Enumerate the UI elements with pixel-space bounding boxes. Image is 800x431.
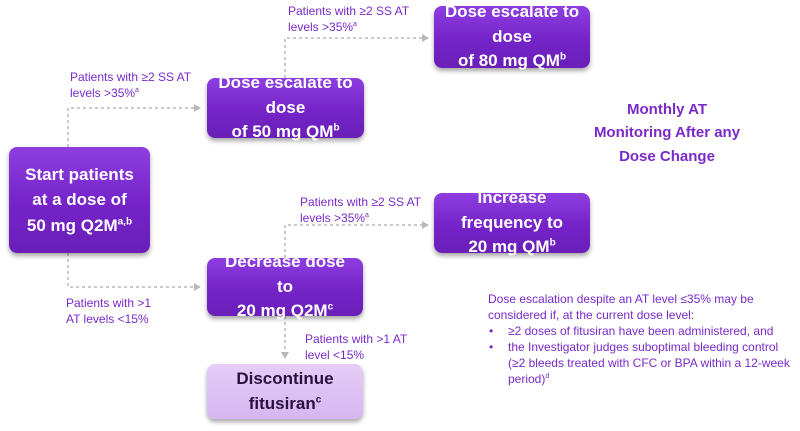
connector-decrease-to-increase — [284, 221, 429, 258]
start-box: Start patients at a dose of 50 mg Q2Ma,b — [9, 147, 150, 253]
increase-sup: b — [549, 237, 556, 249]
escalation-note-item-text: ≥2 doses of fitusiran have been administ… — [508, 323, 774, 338]
label-to-increase-line2: levels >35% — [300, 210, 366, 225]
label-to-decrease: Patients with >1 AT levels <15% — [66, 296, 151, 327]
label-to-escalate80-line1: Patients with ≥2 SS AT — [288, 4, 410, 18]
discontinue-sup: c — [315, 393, 322, 405]
escalate-80-line2: of 80 mg QM — [457, 51, 560, 71]
connector-start-to-decrease — [67, 253, 201, 291]
decrease-sup: c — [327, 301, 334, 313]
start-box-line2: at a dose of — [32, 190, 127, 210]
label-to-increase-sup: a — [365, 211, 369, 219]
connector-start-to-escalate50 — [67, 104, 201, 147]
label-to-escalate80-sup: a — [353, 20, 357, 28]
escalation-note-intro: Dose escalation despite an AT level ≤35%… — [488, 292, 754, 322]
label-to-discontinue-line2: level <15% — [305, 347, 365, 362]
start-box-line3: 50 mg Q2M — [26, 215, 118, 235]
escalate-80-sup: b — [559, 51, 567, 63]
label-to-discontinue: Patients with >1 AT level <15% — [305, 332, 407, 363]
escalation-note-item-sup: d — [545, 372, 550, 380]
label-to-increase-line1: Patients with ≥2 SS AT — [300, 195, 422, 209]
escalate-50-box: Dose escalate to dose of 50 mg QMb — [207, 73, 364, 142]
increase-box: Increase frequency to 20 mg QMb — [434, 188, 590, 257]
label-to-escalate80: Patients with ≥2 SS AT levels >35%a — [288, 4, 409, 35]
escalation-note-item: • ≥2 doses of fitusiran have been admini… — [488, 324, 793, 340]
decrease-box: Decrease dose to 20 mg Q2Mc — [207, 252, 363, 320]
label-to-escalate50-line1: Patients with ≥2 SS AT — [70, 70, 192, 84]
escalation-note-item: • the Investigator judges suboptimal ble… — [488, 340, 793, 388]
label-to-discontinue-line1: Patients with >1 AT — [305, 332, 408, 346]
start-box-line1: Start patients — [25, 164, 134, 184]
escalation-note: Dose escalation despite an AT level ≤35%… — [488, 292, 793, 388]
escalation-note-list: • ≥2 doses of fitusiran have been admini… — [488, 324, 793, 388]
increase-line1: Increase frequency to — [460, 188, 564, 232]
label-to-escalate50-sup: a — [135, 86, 139, 94]
label-to-escalate50: Patients with ≥2 SS AT levels >35%a — [70, 70, 191, 101]
discontinue-line1: Discontinue fitusiran — [236, 368, 334, 413]
increase-line2: 20 mg QM — [468, 237, 550, 257]
label-to-escalate50-line2: levels >35% — [70, 85, 136, 100]
monitoring-line1: Monthly AT — [627, 101, 707, 118]
label-to-decrease-line2: AT levels <15% — [66, 311, 149, 326]
bullet-icon: • — [489, 323, 494, 338]
escalate-50-line1: Dose escalate to dose — [218, 73, 353, 117]
escalation-note-item-text: the Investigator judges suboptimal bleed… — [508, 339, 790, 386]
escalate-50-sup: b — [333, 122, 340, 134]
monitoring-line3: Dose Change — [619, 147, 715, 165]
escalate-50-line2: of 50 mg QM — [231, 122, 334, 142]
decrease-line1: Decrease dose to — [224, 252, 346, 296]
decrease-line2: 20 mg Q2M — [236, 301, 328, 321]
escalate-80-box: Dose escalate to dose of 80 mg QMb — [434, 2, 590, 71]
monitoring-note: Monthly AT Monitoring After any Dose Cha… — [592, 98, 742, 168]
label-to-decrease-line1: Patients with >1 — [66, 296, 152, 310]
label-to-increase: Patients with ≥2 SS AT levels >35%a — [300, 195, 421, 226]
connector-escalate50-to-escalate80 — [284, 34, 429, 78]
discontinue-box: Discontinue fitusiranc — [207, 364, 363, 419]
monitoring-line2: Monitoring After any — [593, 124, 741, 142]
label-to-escalate80-line2: levels >35% — [288, 19, 354, 34]
escalate-80-line1: Dose escalate to dose — [444, 2, 580, 46]
bullet-icon: • — [489, 339, 494, 354]
start-box-sup: a,b — [117, 216, 133, 228]
